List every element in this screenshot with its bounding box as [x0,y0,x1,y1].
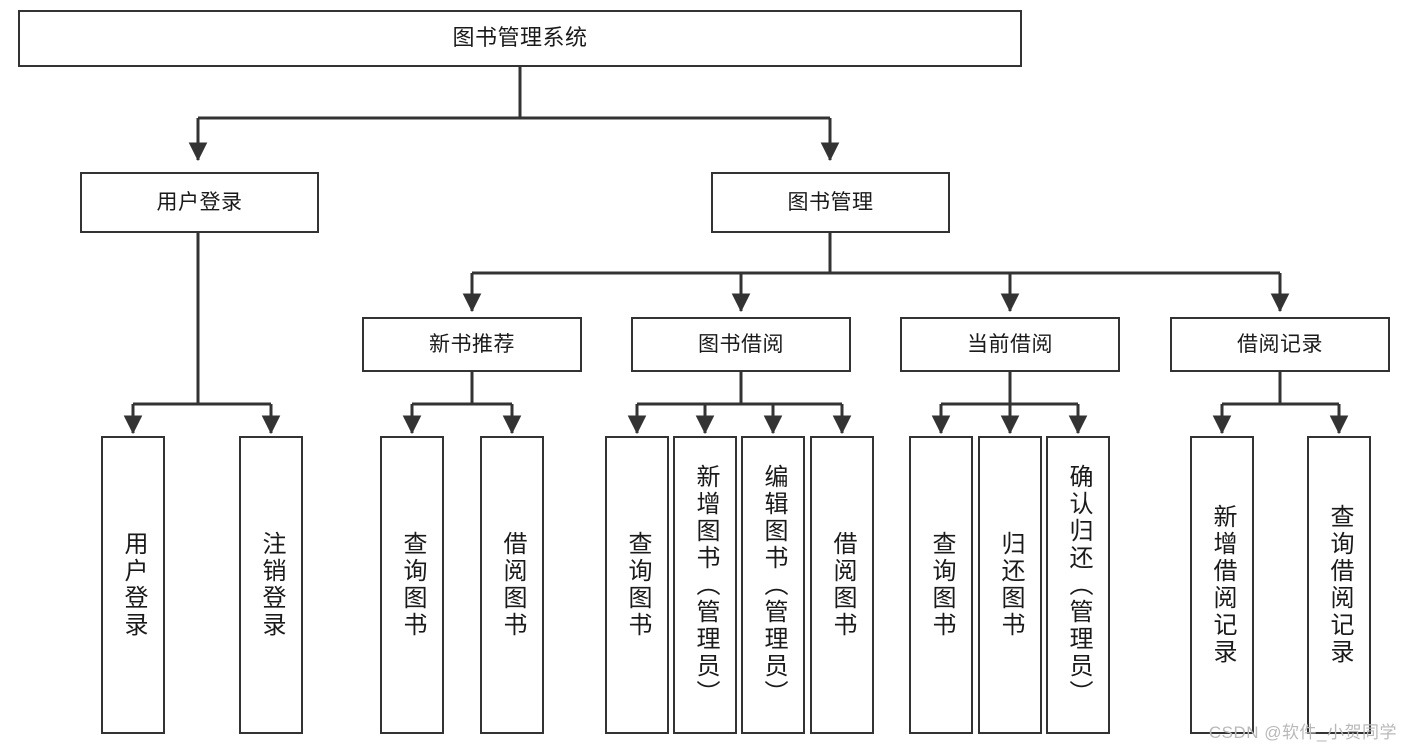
node-leaf-borrow-book-2[interactable]: 借阅图书 [810,436,874,734]
node-label: 当前借阅 [967,332,1053,356]
node-user-login[interactable]: 用户登录 [80,172,319,233]
node-label: 图书借阅 [698,332,784,356]
node-label: 查询借阅记录 [1326,504,1353,666]
csdn-watermark: CSDN @软件_小贺同学 [1208,723,1397,742]
node-leaf-query-record[interactable]: 查询借阅记录 [1307,436,1371,734]
node-label: 用户登录 [120,531,147,639]
node-leaf-return-book[interactable]: 归还图书 [978,436,1042,734]
node-leaf-query-book-1[interactable]: 查询图书 [380,436,444,734]
node-leaf-user-login[interactable]: 用户登录 [101,436,165,734]
node-leaf-borrow-book-1[interactable]: 借阅图书 [480,436,544,734]
node-label: 查询图书 [928,531,955,639]
node-label: 图书管理 [787,190,874,214]
node-leaf-confirm-return[interactable]: 确认归还（管理员） [1046,436,1110,734]
node-label: 借阅记录 [1237,332,1323,356]
node-leaf-query-book-3[interactable]: 查询图书 [909,436,973,734]
node-label: 新增借阅记录 [1209,504,1236,666]
node-label: 新增图书（管理员） [692,463,719,707]
node-book-borrow[interactable]: 图书借阅 [631,317,851,372]
node-label: 图书管理系统 [452,25,588,51]
node-current-borrow[interactable]: 当前借阅 [900,317,1120,372]
node-leaf-add-record[interactable]: 新增借阅记录 [1190,436,1254,734]
node-label: 借阅图书 [829,531,856,639]
node-label: 新书推荐 [429,332,515,356]
node-label: 查询图书 [399,531,426,639]
node-root-system[interactable]: 图书管理系统 [18,10,1022,67]
node-label: 查询图书 [624,531,651,639]
node-leaf-add-book[interactable]: 新增图书（管理员） [673,436,737,734]
node-label: 确认归还（管理员） [1065,463,1092,707]
node-leaf-edit-book[interactable]: 编辑图书（管理员） [741,436,805,734]
node-label: 注销登录 [258,531,285,639]
node-new-book-recommend[interactable]: 新书推荐 [362,317,582,372]
node-label: 用户登录 [156,190,243,214]
node-label: 借阅图书 [499,531,526,639]
node-label: 编辑图书（管理员） [760,463,787,707]
node-label: 归还图书 [997,531,1024,639]
node-borrow-record[interactable]: 借阅记录 [1170,317,1390,372]
node-book-manage[interactable]: 图书管理 [711,172,950,233]
node-leaf-logout[interactable]: 注销登录 [239,436,303,734]
node-leaf-query-book-2[interactable]: 查询图书 [605,436,669,734]
